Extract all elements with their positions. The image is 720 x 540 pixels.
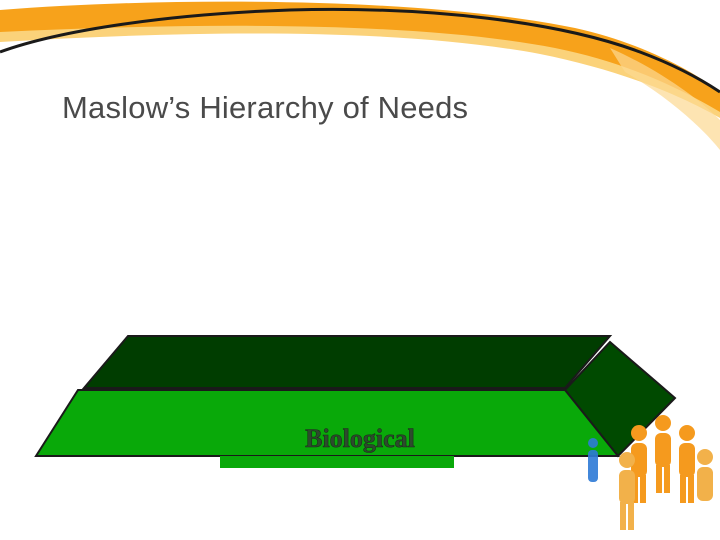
prism-base-bar (220, 456, 454, 468)
slide-title: Maslow’s Hierarchy of Needs (62, 90, 469, 125)
people-group-icon (588, 415, 713, 530)
pyramid-base-prism: Biological (34, 335, 677, 468)
pyramid-level-label: Biological (305, 424, 415, 453)
prism-front-face (34, 389, 621, 457)
prism-top-face (81, 335, 613, 389)
header-swoosh-decoration (0, 1, 720, 150)
